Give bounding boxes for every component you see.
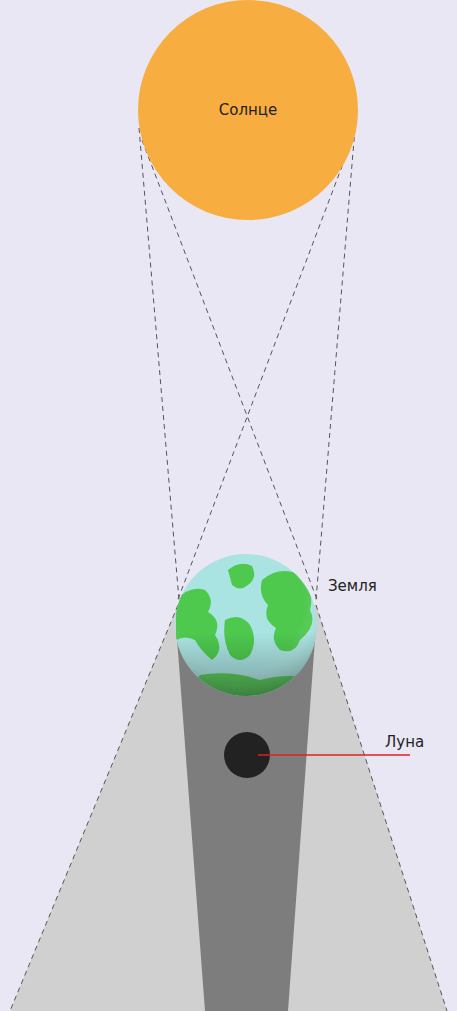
earth-label: Земля bbox=[328, 577, 377, 595]
leader-line bbox=[258, 754, 410, 756]
earth bbox=[175, 554, 320, 700]
sun-circle: Солнце bbox=[138, 0, 358, 220]
penumbra-edge bbox=[316, 605, 447, 1011]
penumbra-edge bbox=[10, 605, 178, 1011]
node-text: Солнце bbox=[219, 101, 277, 119]
moon-label: Луна bbox=[385, 733, 424, 751]
